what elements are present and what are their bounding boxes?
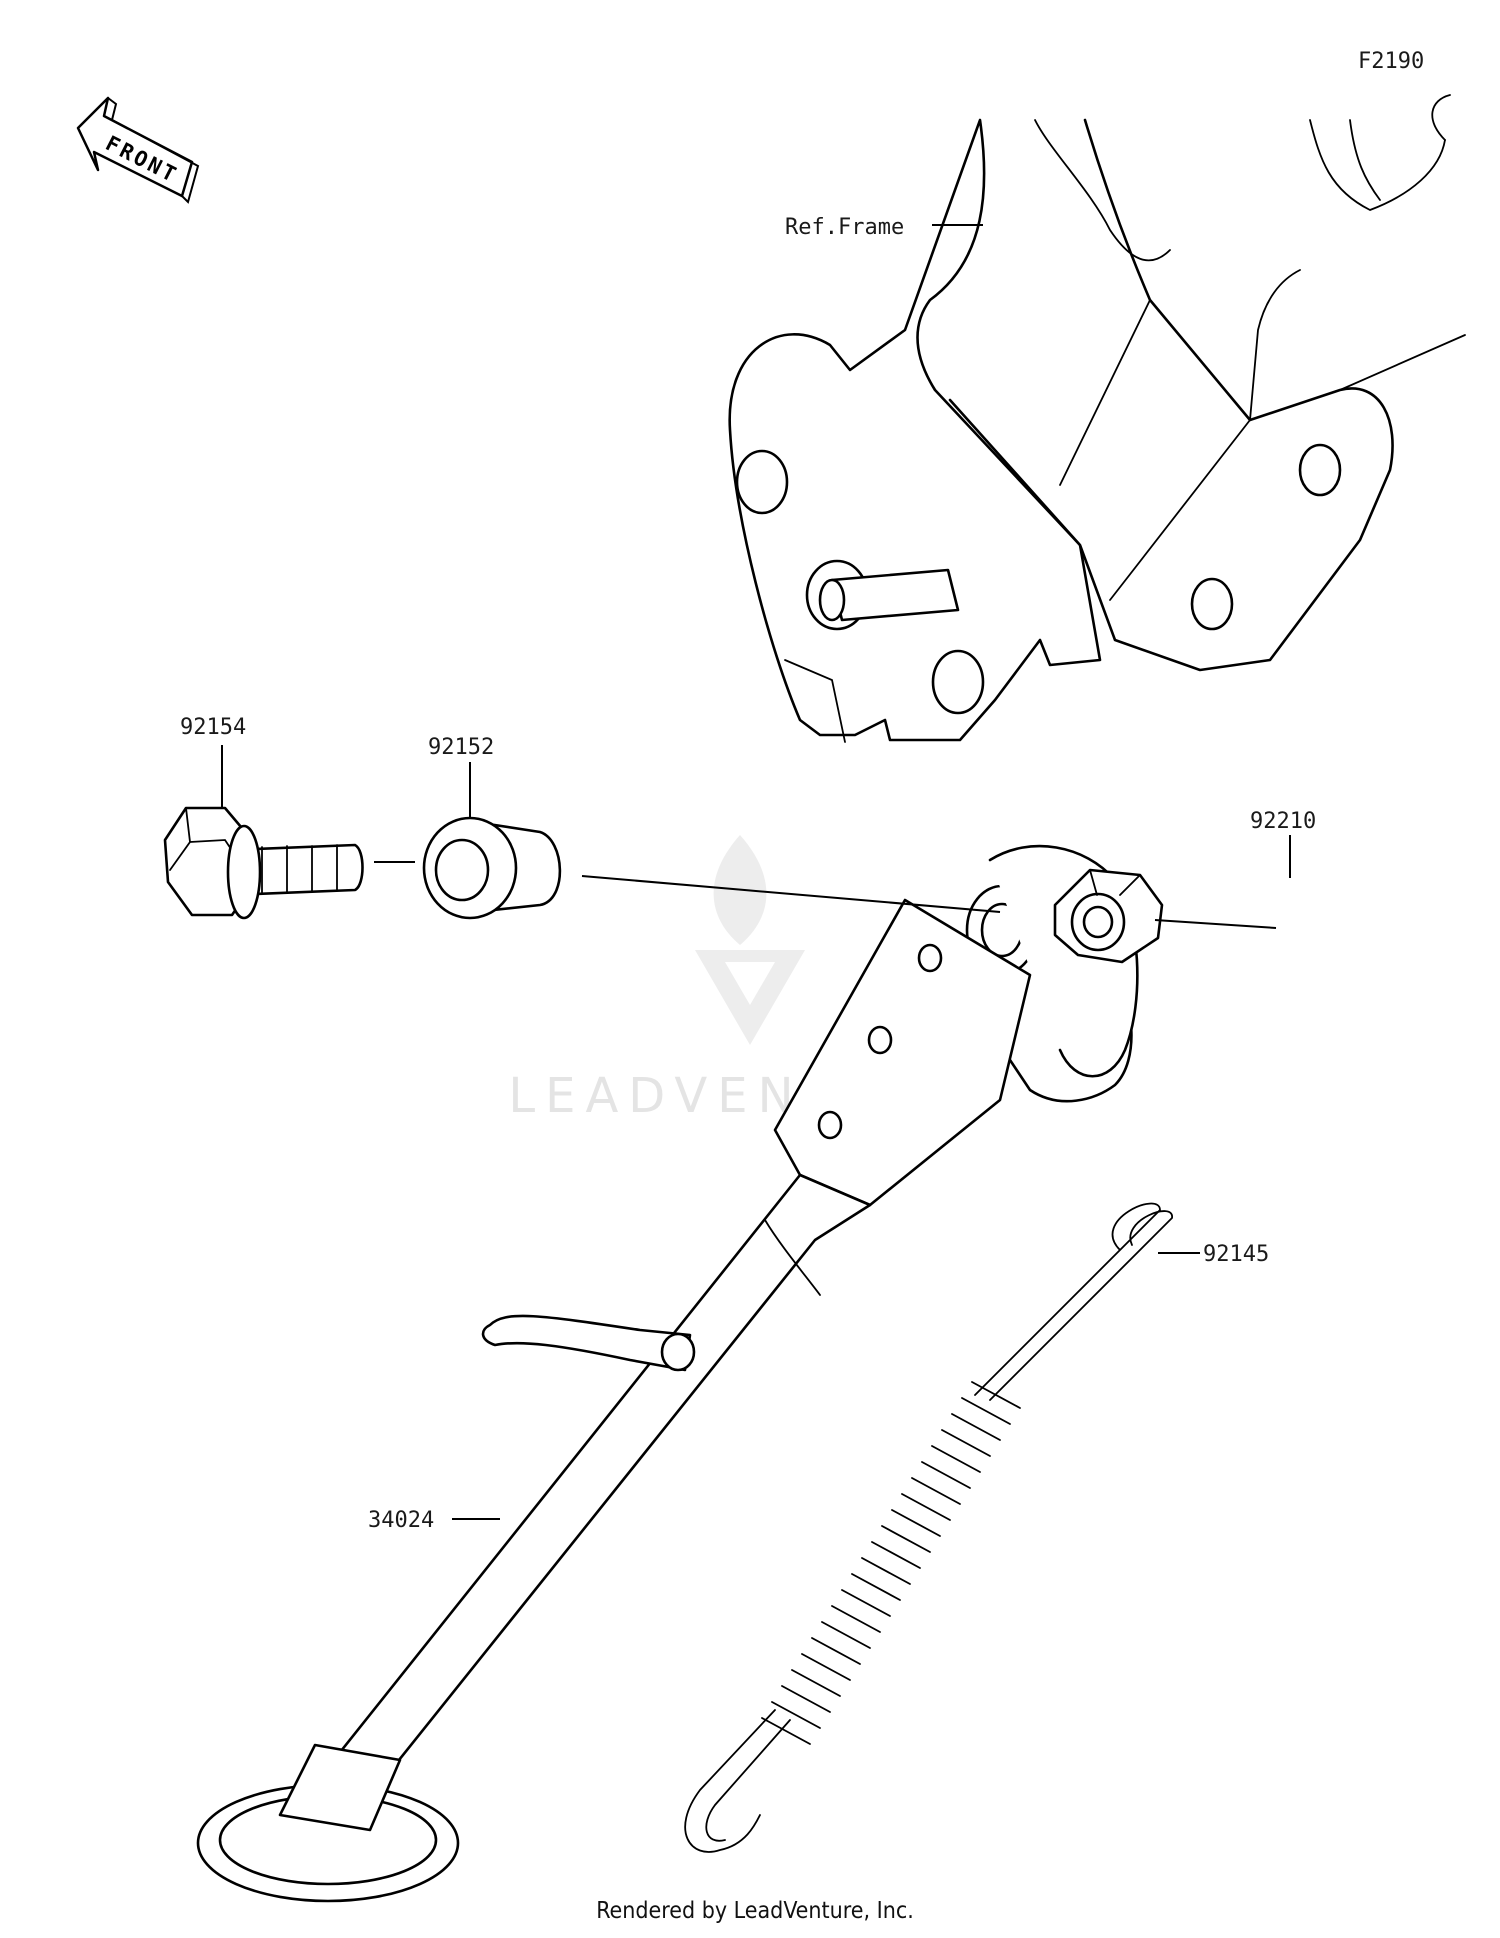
- front-arrow-icon: [76, 96, 194, 198]
- part-number-92154: 92154: [180, 715, 246, 740]
- ref-frame-label: Ref.Frame: [785, 215, 904, 240]
- footer-credit: Rendered by LeadVenture, Inc.: [596, 1898, 914, 1924]
- front-arrow: FRONT: [76, 96, 200, 204]
- frame-reference: [728, 94, 1466, 743]
- part-number-92152: 92152: [428, 735, 494, 760]
- part-number-34024: 34024: [368, 1508, 434, 1533]
- spring-coils: [761, 1381, 1021, 1745]
- part-number-92145: 92145: [1203, 1242, 1269, 1267]
- watermark-v-icon: [695, 950, 805, 1045]
- spring-92145: [684, 1202, 1173, 1853]
- nut-92210: [1053, 868, 1164, 964]
- collar-92152: [422, 816, 562, 920]
- leader-lines: [221, 224, 1291, 1520]
- figure-id: F2190: [1358, 49, 1424, 74]
- bolt-92154: [163, 806, 364, 920]
- part-number-92210: 92210: [1250, 809, 1316, 834]
